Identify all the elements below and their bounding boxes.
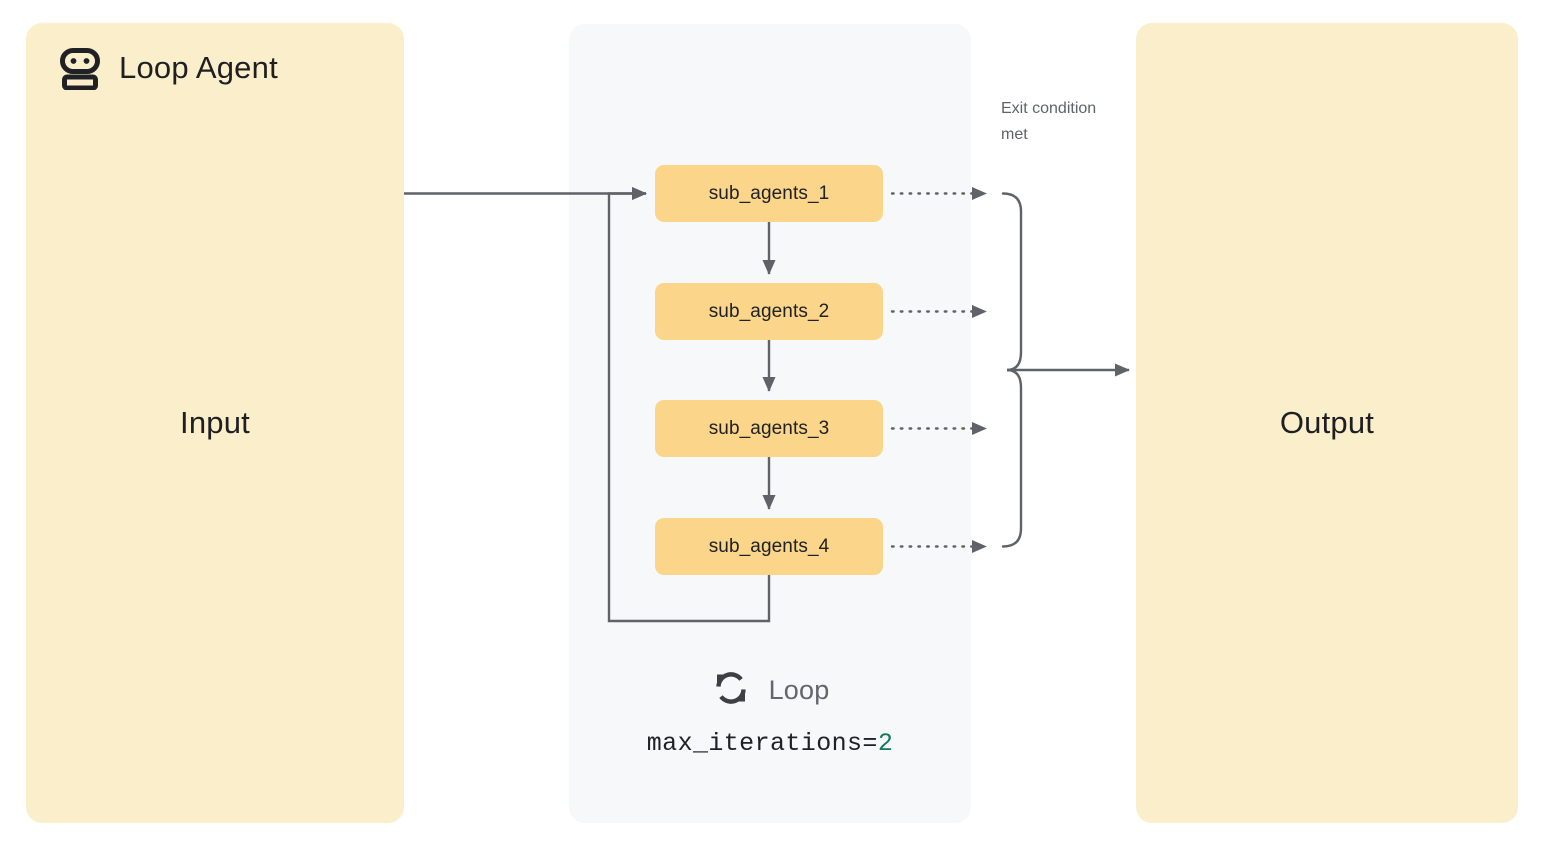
sub-agent-label: sub_agents_1 <box>708 182 830 204</box>
exit-condition-label: Exit condition met <box>1001 100 1097 143</box>
sub-agent-node[interactable]: sub_agents_2 <box>655 283 883 340</box>
output-panel: Output <box>1136 23 1518 823</box>
max-iterations-value: 2 <box>877 729 894 758</box>
sub-agent-node[interactable]: sub_agents_1 <box>655 165 883 222</box>
loop-label: Loop <box>768 675 830 705</box>
max-iterations-text: max_iterations=2 <box>569 729 971 758</box>
exit-collector-bracket <box>1001 192 1023 548</box>
output-label: Output <box>1279 405 1375 440</box>
input-panel: Input <box>26 23 404 823</box>
sub-agent-node[interactable]: sub_agents_3 <box>655 400 883 457</box>
sub-agent-label: sub_agents_4 <box>708 535 830 557</box>
loop-refresh-icon <box>711 668 751 713</box>
sub-agent-node[interactable]: sub_agents_4 <box>655 518 883 575</box>
sub-agent-label: sub_agents_3 <box>708 417 830 439</box>
sub-agent-label: sub_agents_2 <box>708 300 830 322</box>
agent-title: Loop Agent <box>119 50 278 85</box>
agent-header: Loop Agent <box>58 46 278 90</box>
max-iterations-key: max_iterations= <box>646 729 878 758</box>
input-label: Input <box>180 405 250 440</box>
loop-badge: Loop <box>569 668 971 713</box>
loop-footer: Loop max_iterations=2 <box>569 668 971 758</box>
robot-icon <box>58 46 102 90</box>
